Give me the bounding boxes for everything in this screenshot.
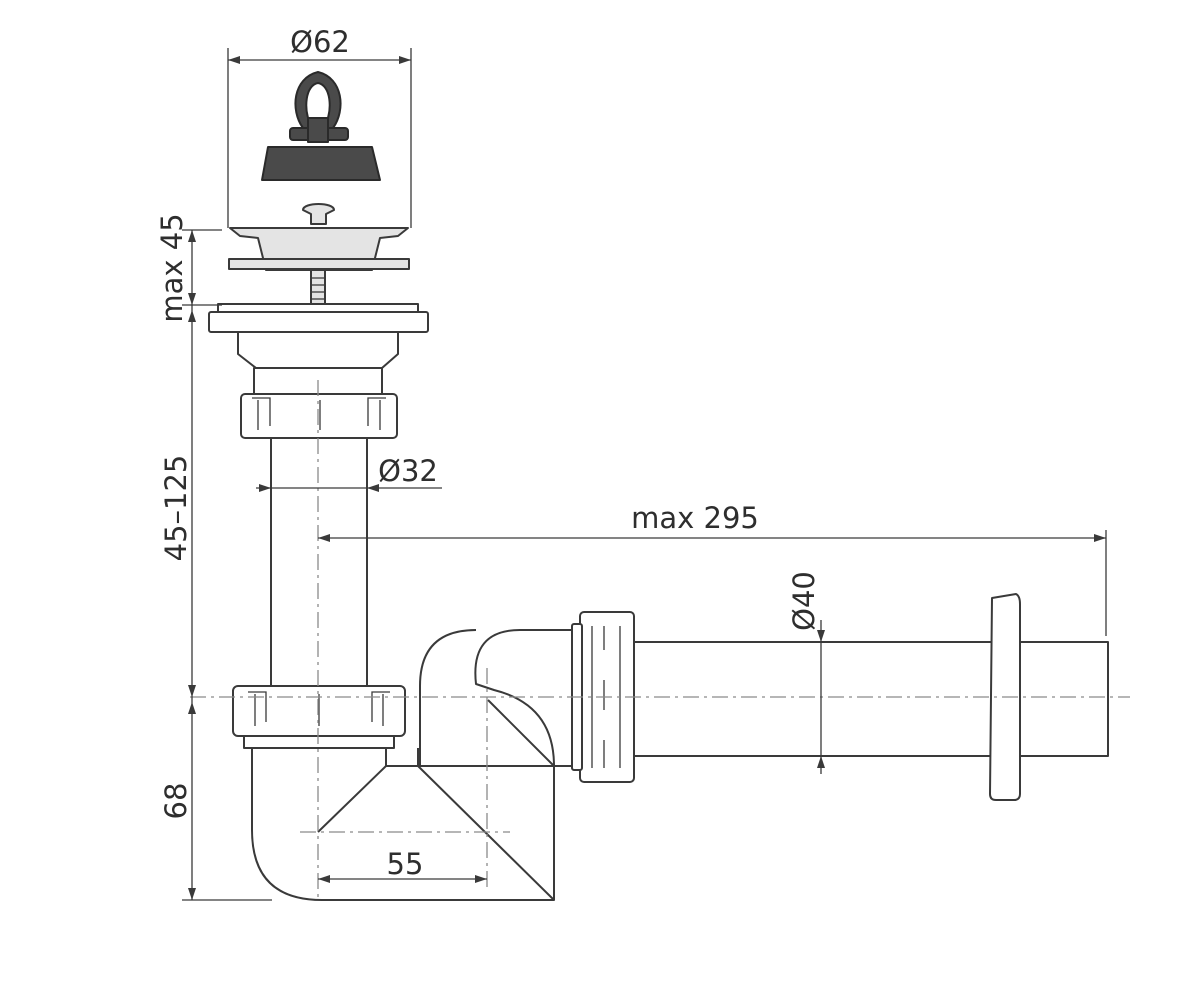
dim-tailpiece-diameter: Ø32 xyxy=(256,454,442,492)
dim-trap-offset: 55 xyxy=(318,847,487,883)
lower-nut-collar xyxy=(243,735,395,749)
upper-union-nut xyxy=(240,393,398,439)
rubber-plug xyxy=(261,71,381,181)
strainer-basket xyxy=(228,203,410,305)
outlet-diameter-label: Ø40 xyxy=(787,571,821,631)
dim-trap-depth: 68 xyxy=(159,697,272,901)
strainer-flange xyxy=(228,258,410,270)
plug-body xyxy=(261,146,381,181)
outlet-top-plate xyxy=(217,303,419,313)
tailpiece-pipe xyxy=(270,437,368,687)
strainer-knob xyxy=(302,203,335,225)
tailpiece-diameter-label: Ø32 xyxy=(378,454,438,488)
outlet-reach-label: max 295 xyxy=(631,501,759,535)
outlet-neck xyxy=(237,331,399,369)
plug-diameter-label: Ø62 xyxy=(290,25,350,59)
dim-plug-diameter: Ø62 xyxy=(227,25,412,228)
strainer-height-label: max 45 xyxy=(155,213,189,322)
dim-outlet-diameter: Ø40 xyxy=(787,571,825,774)
plug-stem xyxy=(307,117,329,143)
sink-outlet xyxy=(208,303,429,395)
dim-tailpiece-length: 45–125 xyxy=(159,305,196,697)
trap-offset-label: 55 xyxy=(387,847,424,881)
trap-depth-label: 68 xyxy=(159,783,193,820)
upper-nut-body xyxy=(240,393,398,439)
wall-rosette xyxy=(989,593,1109,801)
dim-outlet-reach: max 295 xyxy=(318,501,1107,636)
outlet-flange xyxy=(208,311,429,333)
dim-strainer-height: max 45 xyxy=(155,213,222,323)
lower-union-nut xyxy=(232,685,406,749)
outlet-arm xyxy=(633,641,995,757)
wall-pipe-end xyxy=(1019,641,1109,757)
tailpiece-length-label: 45–125 xyxy=(159,455,193,562)
